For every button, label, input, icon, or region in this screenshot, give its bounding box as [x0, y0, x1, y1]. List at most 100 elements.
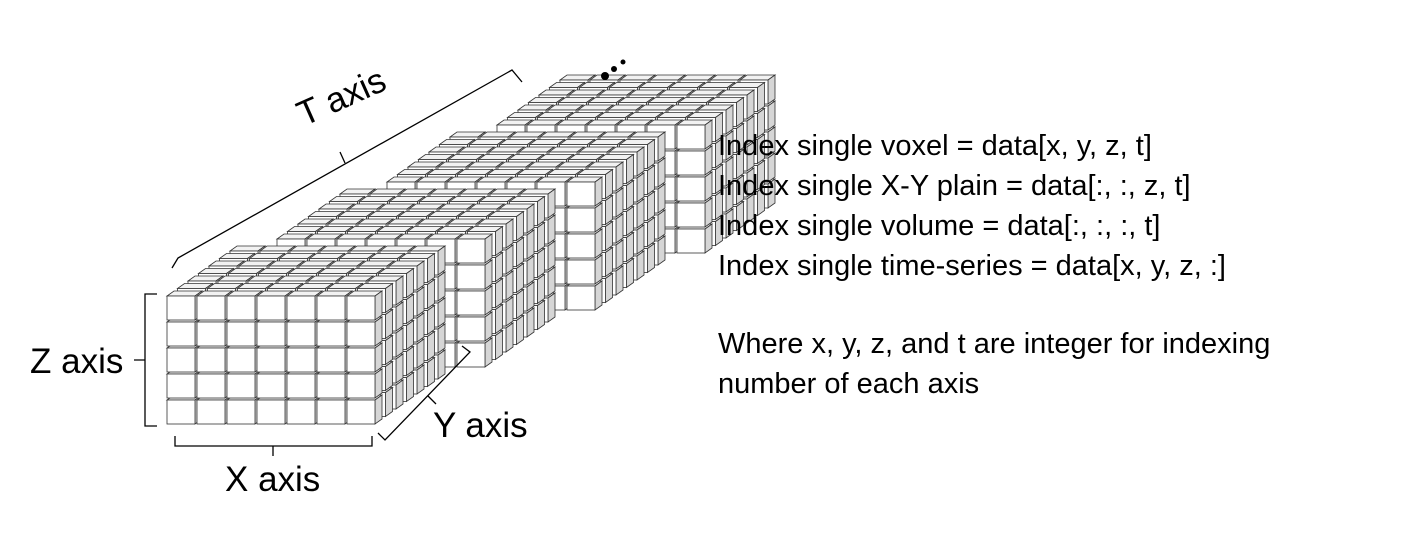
voxel-side-face	[647, 242, 655, 274]
voxel-side-face	[516, 288, 524, 320]
voxel-side-face	[505, 244, 514, 275]
voxel-side-face	[704, 171, 713, 202]
voxel-side-face	[647, 190, 655, 222]
voxel-side-face	[406, 267, 414, 299]
voxel-side-face	[395, 327, 404, 358]
voxel-side-face	[406, 345, 414, 377]
voxel-front-face	[226, 399, 256, 425]
voxel-side-face	[757, 81, 765, 113]
voxel-side-face	[647, 216, 655, 248]
voxel-side-face	[505, 270, 514, 301]
voxel-side-face	[605, 194, 613, 226]
voxel-side-face	[505, 296, 514, 327]
voxel-side-face	[657, 209, 666, 240]
voxel-side-face	[416, 260, 425, 291]
voxel-front-face	[226, 373, 256, 399]
voxel-front-face	[456, 238, 486, 264]
voxel-side-face	[484, 311, 493, 342]
voxel-front-face	[566, 259, 596, 285]
voxel-front-face	[316, 347, 346, 373]
voxel-side-face	[427, 330, 435, 362]
voxel-side-face	[427, 356, 435, 388]
voxel-side-face	[704, 197, 713, 228]
voxel-side-face	[495, 225, 503, 257]
voxel-side-face	[647, 138, 655, 170]
z-axis-label: Z axis	[30, 342, 124, 381]
voxel-side-face	[526, 203, 535, 234]
voxel-side-face	[746, 89, 755, 120]
voxel-front-face	[456, 290, 486, 316]
voxel-front-face	[676, 176, 706, 202]
voxel-front-face	[286, 295, 316, 321]
voxel-side-face	[526, 307, 535, 338]
voxel-front-face	[346, 347, 376, 373]
voxel-side-face	[547, 266, 556, 297]
voxel-side-face	[427, 304, 435, 336]
voxel-side-face	[437, 245, 446, 276]
voxel-side-face	[547, 214, 556, 245]
voxel-side-face	[495, 329, 503, 361]
index-plane-line: Index single X-Y plain = data[:, :, z, t…	[718, 170, 1191, 202]
voxel-front-face	[196, 373, 226, 399]
voxel-front-face	[676, 228, 706, 254]
voxel-side-face	[385, 282, 393, 314]
voxel-side-face	[626, 231, 634, 263]
voxel-front-face	[256, 373, 286, 399]
voxel-side-face	[406, 371, 414, 403]
voxel-side-face	[736, 96, 744, 128]
voxel-front-face	[166, 399, 196, 425]
voxel-front-face	[346, 295, 376, 321]
voxel-front-face	[286, 347, 316, 373]
index-volume-line: Index single volume = data[:, :, :, t]	[718, 210, 1161, 242]
voxel-side-face	[636, 198, 645, 229]
voxel-side-face	[374, 290, 383, 321]
voxel-front-face	[256, 321, 286, 347]
voxel-front-face	[226, 321, 256, 347]
voxel-side-face	[657, 131, 666, 162]
voxel-side-face	[626, 205, 634, 237]
voxel-side-face	[626, 179, 634, 211]
voxel-front-face	[676, 150, 706, 176]
voxel-front-face	[166, 321, 196, 347]
voxel-front-face	[196, 347, 226, 373]
voxel-side-face	[547, 240, 556, 271]
voxel-side-face	[615, 239, 624, 270]
voxel-front-face	[676, 202, 706, 228]
voxel-side-face	[636, 146, 645, 177]
voxel-front-face	[566, 233, 596, 259]
voxel-side-face	[385, 360, 393, 392]
axis-brackets	[134, 69, 523, 456]
voxel-side-face	[495, 251, 503, 283]
index-voxel-line: Index single voxel = data[x, y, z, t]	[718, 130, 1152, 162]
voxel-side-face	[547, 188, 556, 219]
index-timeseries-line: Index single time-series = data[x, y, z,…	[718, 250, 1226, 282]
voxel-front-face	[566, 181, 596, 207]
voxel-side-face	[516, 314, 524, 346]
z-axis-bracket	[134, 293, 157, 427]
voxel-side-face	[484, 233, 493, 264]
indexing-note-line-2: number of each axis	[718, 368, 980, 400]
voxel-side-face	[626, 257, 634, 289]
voxel-front-face	[166, 347, 196, 373]
voxel-side-face	[484, 285, 493, 316]
voxel-front-face	[196, 295, 226, 321]
voxel-front-face	[286, 321, 316, 347]
voxel-side-face	[416, 364, 425, 395]
voxel-side-face	[615, 265, 624, 296]
voxel-side-face	[416, 338, 425, 369]
voxel-side-face	[605, 272, 613, 304]
continuation-dot	[620, 59, 626, 65]
voxel-side-face	[516, 210, 524, 242]
voxel-side-face	[437, 297, 446, 328]
voxel-side-face	[594, 254, 603, 285]
voxel-side-face	[516, 236, 524, 268]
continuation-dot	[601, 72, 609, 80]
indexing-note-line-1: Where x, y, z, and t are integer for ind…	[718, 328, 1271, 360]
voxel-front-face	[166, 373, 196, 399]
voxel-side-face	[704, 223, 713, 254]
x-axis-bracket	[174, 436, 373, 456]
continuation-dots	[601, 59, 626, 80]
voxel-side-face	[636, 224, 645, 255]
voxel-side-face	[547, 292, 556, 323]
